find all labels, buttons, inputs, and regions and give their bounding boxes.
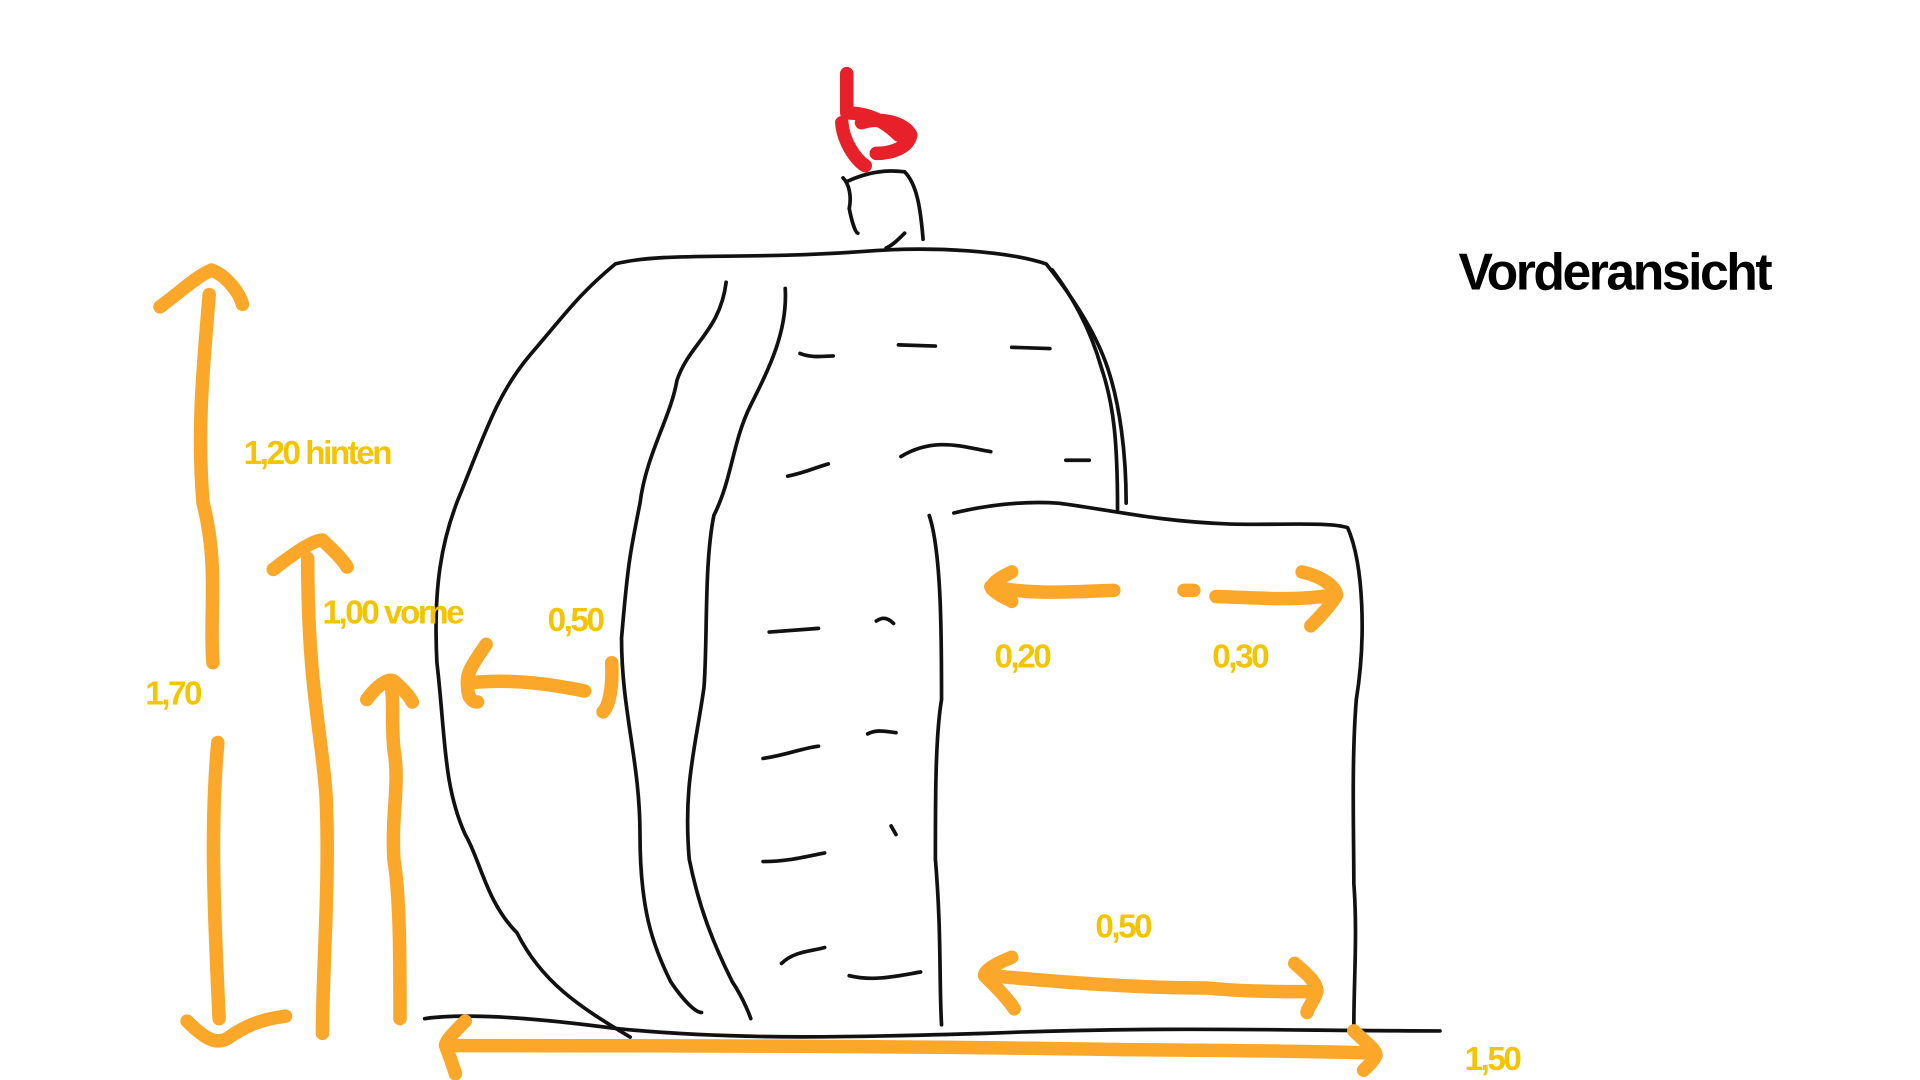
handle-tag <box>841 169 925 250</box>
arrow-box-width <box>977 950 1324 1020</box>
dimension-arrows <box>153 263 1383 1080</box>
arrow-total-width <box>438 1014 1383 1080</box>
back-cushion-top-right <box>1050 268 1120 512</box>
back-cushion-seam-2 <box>685 286 788 1021</box>
label-box-width: 0,50 <box>1095 909 1152 946</box>
floor-line <box>422 1014 1442 1039</box>
label-total-width: 1,50 <box>1465 1041 1522 1078</box>
view-title: Vorderansicht <box>1458 243 1772 301</box>
label-inner-left: 0,20 <box>994 639 1051 676</box>
arrow-front-height <box>360 673 420 1026</box>
red-marker-icon <box>835 66 918 173</box>
arrow-total-height-upper <box>153 263 250 670</box>
arrow-inner-right <box>1177 565 1344 633</box>
label-left-depth: 0,50 <box>548 602 605 639</box>
arrow-inner-left <box>984 565 1121 609</box>
tuft-marks <box>761 343 1092 981</box>
label-total-height: 1,70 <box>145 675 202 712</box>
arrow-total-height-lower <box>180 735 293 1048</box>
front-box-outline <box>927 500 1364 1027</box>
label-front-height: 1,00 vorne <box>322 594 464 631</box>
arrow-left-depth <box>460 637 619 719</box>
label-back-height: 1,20 hinten <box>244 435 392 472</box>
label-inner-right: 0,30 <box>1212 639 1269 676</box>
arrow-back-height <box>266 533 354 1041</box>
back-cushion-seam-1 <box>619 280 728 1015</box>
